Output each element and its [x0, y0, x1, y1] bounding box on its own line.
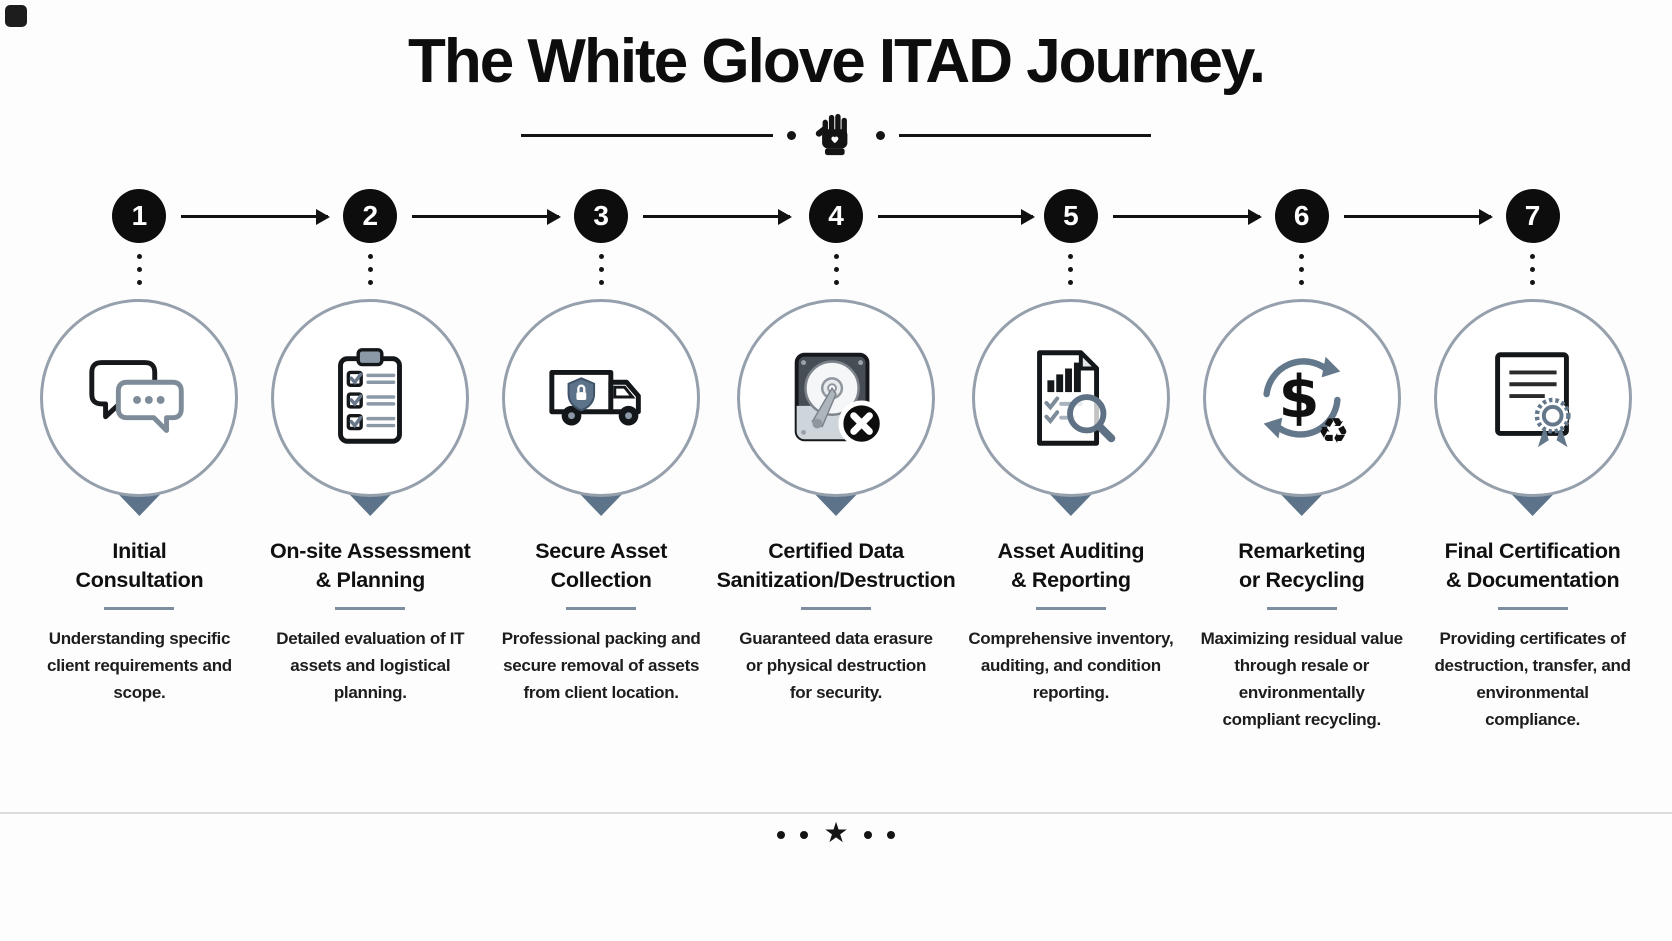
corner-mark: [5, 5, 27, 27]
title-underline: [566, 607, 637, 610]
svg-text:$: $: [1278, 363, 1319, 432]
white-glove-icon: [810, 107, 862, 163]
step-number-badge: 1: [112, 189, 167, 243]
step-number-badge: 4: [809, 189, 863, 243]
step-title: Remarketing or Recycling: [1238, 539, 1366, 593]
step-column-1: 1 Initial Consultation Understanding spe…: [24, 189, 331, 733]
svg-text:♻: ♻: [1317, 411, 1349, 452]
dotted-connector: [136, 254, 142, 285]
step-icon-circle: [1433, 299, 1632, 497]
footer-divider: [0, 812, 1672, 814]
star-icon: ★: [823, 817, 849, 848]
footer: ★: [0, 812, 1672, 847]
connector-arrow-1: [181, 208, 331, 225]
title-underline: [1497, 607, 1568, 610]
step-icon-circle: [737, 299, 935, 497]
connector-arrow-4: [878, 208, 1035, 225]
title-underline: [1035, 607, 1106, 610]
title-underline: [801, 607, 871, 610]
hard-drive-destruction-icon: [794, 352, 885, 447]
step-description: Guaranteed data erasure or physical dest…: [739, 628, 933, 702]
step-icon-circle: [502, 299, 701, 497]
dotted-connector: [1299, 254, 1305, 285]
footer-dot: [863, 830, 872, 839]
step-icon-circle: [40, 299, 239, 497]
connector-arrow-3: [643, 208, 792, 225]
certificate-ribbon-icon: [1494, 352, 1571, 448]
step-title: Asset Auditing & Reporting: [997, 539, 1145, 593]
divider-dot-right: [876, 130, 885, 140]
step-description: Understanding specific client requiremen…: [46, 628, 232, 702]
connector-arrow-2: [412, 208, 561, 225]
step-column-3: 3: [486, 189, 792, 733]
chat-bubbles-icon: [89, 360, 185, 433]
step-number-badge: 7: [1505, 189, 1560, 243]
secure-truck-icon: [549, 369, 641, 426]
dotted-connector: [1530, 254, 1536, 285]
steps-row: 1 Initial Consultation Understanding spe…: [0, 189, 1672, 733]
step-description: Professional packing and secure removal …: [501, 628, 701, 702]
step-icon-circle: [971, 299, 1170, 497]
connector-arrow-6: [1343, 208, 1493, 225]
audit-report-icon: [1036, 350, 1116, 446]
clipboard-checklist-icon: [338, 348, 403, 444]
title-underline: [335, 607, 406, 610]
step-number-badge: 2: [343, 189, 398, 243]
step-description: Providing certificates of destruction, t…: [1434, 628, 1631, 730]
step-description: Maximizing residual value through resale…: [1200, 628, 1404, 730]
footer-dot: [777, 830, 786, 839]
step-column-6: 6 $ ♻ Remarketing or Recycling Maxi: [1186, 189, 1493, 733]
step-title: Initial Consultation: [75, 539, 204, 593]
step-title: Final Certification & Documentation: [1444, 539, 1621, 593]
divider-dot-left: [787, 130, 796, 140]
footer-dot: [886, 830, 895, 839]
dotted-connector: [367, 254, 373, 285]
step-column-4: 4: [716, 189, 1035, 733]
step-title: Certified Data Sanitization/Destruction: [716, 539, 956, 593]
footer-dot: [800, 830, 809, 839]
page-title: The White Glove ITAD Journey.: [407, 27, 1266, 96]
dotted-connector: [1068, 254, 1074, 285]
connector-arrow-5: [1112, 208, 1262, 225]
step-column-2: 2: [255, 189, 561, 733]
dotted-connector: [598, 254, 604, 285]
title-divider: [0, 107, 1672, 163]
step-number-badge: 6: [1274, 189, 1329, 243]
step-icon-circle: [271, 299, 470, 497]
dotted-connector: [833, 254, 839, 285]
step-number-badge: 5: [1043, 189, 1098, 243]
resale-recycle-icon: $ ♻: [1263, 356, 1349, 452]
step-title: Secure Asset Collection: [535, 539, 668, 593]
step-column-5: 5: [955, 189, 1262, 733]
step-description: Comprehensive inventory, auditing, and c…: [968, 628, 1174, 702]
step-title: On-site Assessment & Planning: [270, 539, 471, 593]
step-icon-circle: $ ♻: [1202, 299, 1401, 497]
title-underline: [1266, 607, 1337, 610]
step-column-7: 7 Final Certificatio: [1417, 189, 1648, 733]
title-underline: [104, 607, 175, 610]
step-description: Detailed evaluation of IT assets and log…: [276, 628, 465, 702]
divider-line-right: [899, 133, 1151, 137]
divider-line-left: [521, 133, 773, 137]
footer-ornament: ★: [0, 817, 1672, 848]
step-number-badge: 3: [574, 189, 629, 243]
